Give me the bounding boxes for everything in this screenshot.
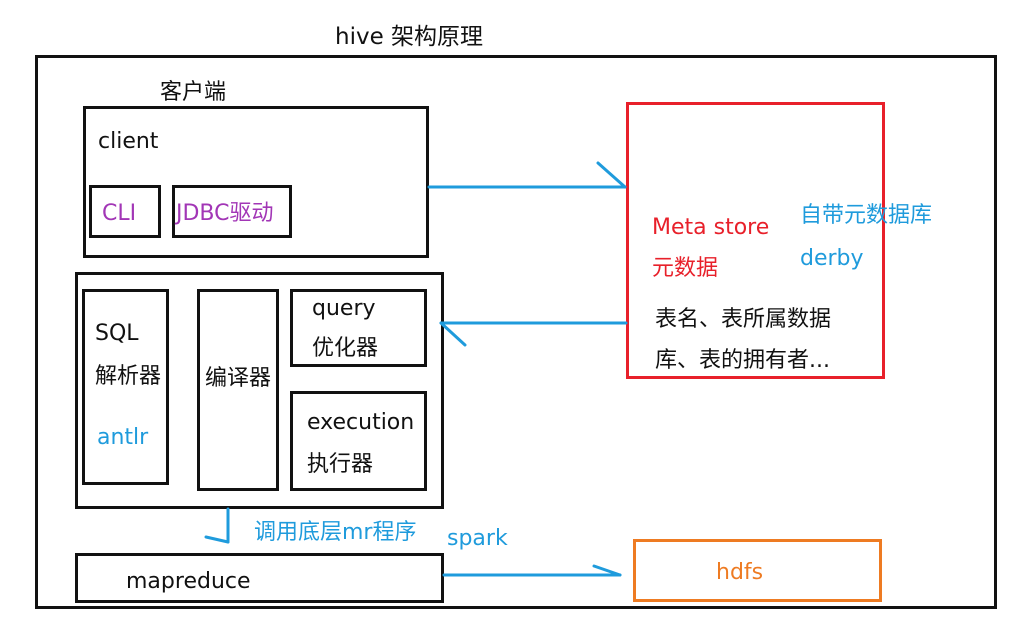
spark-label: spark xyxy=(447,526,508,551)
call-mr-label: 调用底层mr程序 xyxy=(254,520,417,545)
mapreduce-box xyxy=(75,553,444,603)
mapreduce-label: mapreduce xyxy=(126,569,251,594)
builtin-db-line2: derby xyxy=(800,246,864,271)
optimizer-line1: query xyxy=(312,296,376,321)
antlr-label: antlr xyxy=(97,425,149,450)
metastore-box xyxy=(626,102,885,379)
optimizer-line2: 优化器 xyxy=(312,336,379,361)
arrow-metastore-to-driver-head xyxy=(439,321,467,347)
client-box xyxy=(83,106,429,258)
sql-parser-line2: 解析器 xyxy=(95,364,162,389)
driver-box xyxy=(75,272,444,509)
jdbc-label: JDBC驱动 xyxy=(176,201,274,226)
metastore-desc-line2: 库、表的拥有者... xyxy=(655,348,830,373)
client-section-header: 客户端 xyxy=(160,80,227,105)
hive-frame xyxy=(35,55,997,609)
client-label: client xyxy=(98,129,159,154)
execution-box xyxy=(290,391,427,491)
diagram-title: hive 架构原理 xyxy=(335,24,484,50)
sql-parser-line1: SQL xyxy=(95,321,139,346)
hdfs-label: hdfs xyxy=(716,560,764,585)
metastore-desc-line1: 表名、表所属数据 xyxy=(655,307,832,332)
hdfs-box xyxy=(633,539,882,602)
sql-parser-box xyxy=(82,289,169,485)
compiler-label: 编译器 xyxy=(205,366,272,391)
jdbc-box xyxy=(172,185,292,238)
builtin-db-line1: 自带元数据库 xyxy=(800,203,933,228)
cli-box xyxy=(89,185,161,238)
cli-label: CLI xyxy=(102,201,137,226)
metastore-line2: 元数据 xyxy=(652,256,719,281)
execution-line1: execution xyxy=(307,410,415,435)
optimizer-box xyxy=(290,289,427,367)
arrow-client-to-metastore-head xyxy=(596,161,627,189)
compiler-box xyxy=(197,289,279,491)
execution-line2: 执行器 xyxy=(307,452,374,477)
metastore-line1: Meta store xyxy=(652,215,770,240)
arrow-driver-down-head xyxy=(204,535,230,544)
arrow-mapreduce-to-hdfs-head xyxy=(592,564,622,577)
